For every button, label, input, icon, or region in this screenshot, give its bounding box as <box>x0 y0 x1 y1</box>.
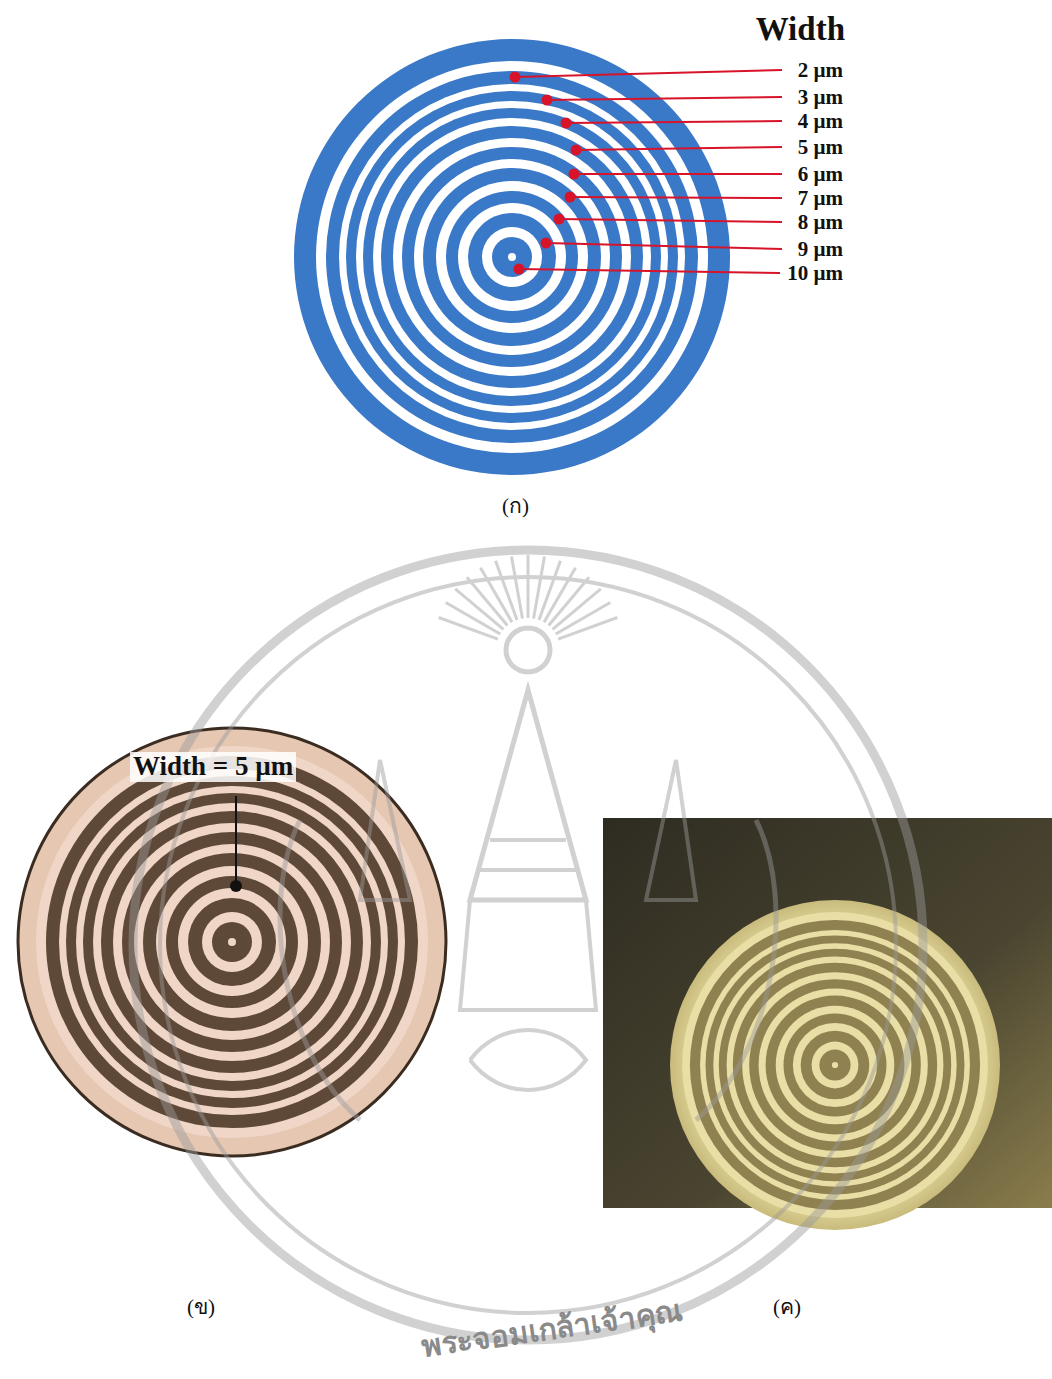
ring-pattern <box>294 39 730 475</box>
panel-label: (ก) <box>502 495 529 518</box>
panel-label: (ข) <box>187 1296 215 1319</box>
width-value: 10 µm <box>787 262 843 285</box>
width-value: 5 µm <box>798 136 843 159</box>
width-value: 8 µm <box>798 211 843 234</box>
panel-label: (ค) <box>773 1296 801 1319</box>
width-annotation: Width = 5 µm <box>130 752 296 782</box>
width-value: 3 µm <box>798 86 843 109</box>
watermark: พระจอมเกล้าเจ้าคุณ <box>419 1294 685 1363</box>
watermark-seal <box>133 550 923 1340</box>
heading: Width <box>756 11 845 47</box>
width-value: 2 µm <box>798 59 843 82</box>
width-value: 9 µm <box>798 238 843 261</box>
leader-lines <box>510 70 783 275</box>
micrograph-photo <box>603 818 1052 1230</box>
width-value: 4 µm <box>798 110 843 133</box>
width-value: 6 µm <box>798 163 843 186</box>
micrograph <box>18 728 446 1156</box>
width-pointer <box>230 796 242 892</box>
width-value: 7 µm <box>798 187 843 210</box>
